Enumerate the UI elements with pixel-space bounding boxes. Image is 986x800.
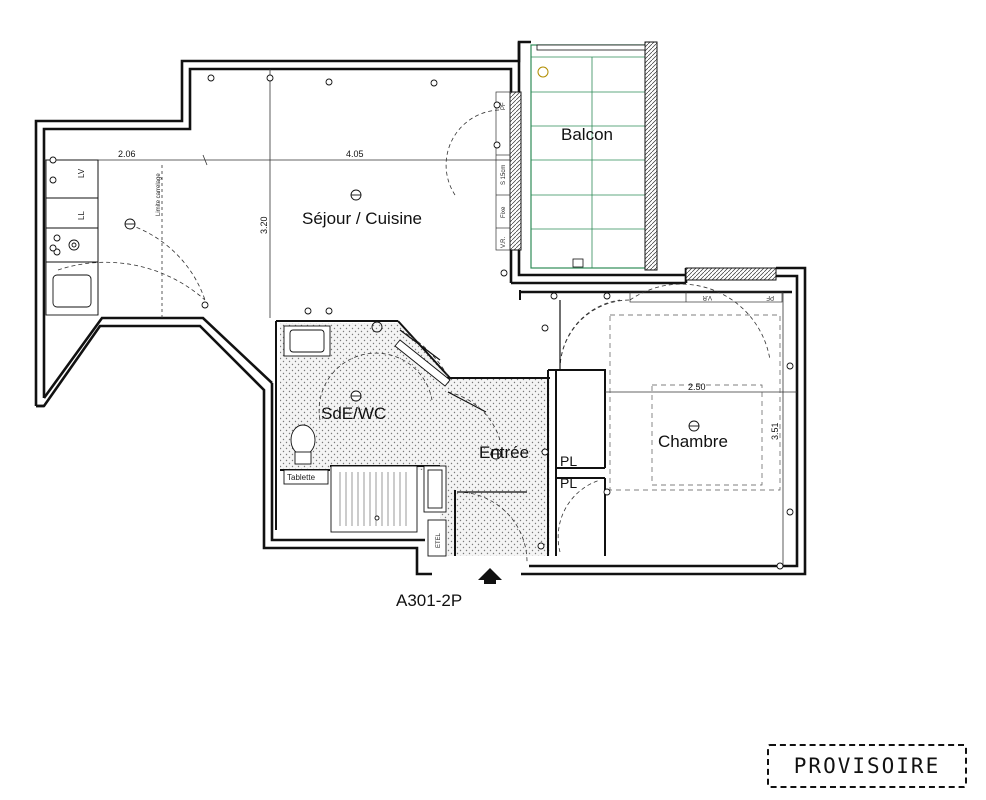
- kitchen-counter: [45, 159, 99, 316]
- placard-label-2: PL: [560, 475, 577, 491]
- placard-label-1: PL: [560, 453, 577, 469]
- dim-sejour-left: 2.06: [118, 149, 136, 159]
- interior-walls: [275, 290, 606, 556]
- annotation-s15: S 15cm: [501, 165, 507, 185]
- dim-chambre-width: 2.50: [688, 382, 706, 392]
- entry-arrow-icon: [478, 568, 502, 584]
- wet-floor-area: [280, 323, 550, 556]
- dim-sejour-right: 4.05: [346, 149, 364, 159]
- annotation-tablette: Tablette: [287, 473, 316, 482]
- room-label-chambre: Chambre: [658, 432, 728, 451]
- annotation-lv: LV: [77, 168, 86, 178]
- dimension-lines: [44, 69, 797, 566]
- annotation-vr-balcony: V.R.: [501, 237, 507, 248]
- annotation-pf-chambre: PF: [766, 294, 774, 300]
- annotation-fixe: Fixe: [501, 206, 507, 218]
- balcony-window: [495, 91, 522, 251]
- provisional-stamp: PROVISOIRE: [767, 744, 967, 788]
- room-label-balcon: Balcon: [561, 125, 613, 144]
- annotation-etel: ETEL: [436, 532, 442, 548]
- room-label-sde: SdE/WC: [321, 404, 386, 423]
- balcony: [530, 41, 658, 271]
- annotation-limite-carrelage: Limite carrelage: [156, 173, 162, 216]
- bedroom-window: [629, 267, 783, 303]
- door-leaves: [399, 300, 561, 493]
- electrical-symbols: [49, 74, 794, 570]
- dim-chambre-depth: 3.51: [770, 422, 780, 440]
- unit-code: A301-2P: [396, 591, 462, 610]
- bedroom-dashed-outline: [609, 314, 781, 491]
- exterior-walls: [34, 40, 807, 576]
- annotation-ll: LL: [77, 211, 86, 220]
- annotation-vr-chambre: V.R: [702, 294, 712, 300]
- bathroom-fixtures: [283, 321, 451, 557]
- room-label-sejour: Séjour / Cuisine: [302, 209, 422, 228]
- dim-sejour-depth: 3.20: [259, 216, 269, 234]
- annotation-pf: PF: [501, 102, 507, 110]
- room-label-entree: Entrée: [479, 443, 529, 462]
